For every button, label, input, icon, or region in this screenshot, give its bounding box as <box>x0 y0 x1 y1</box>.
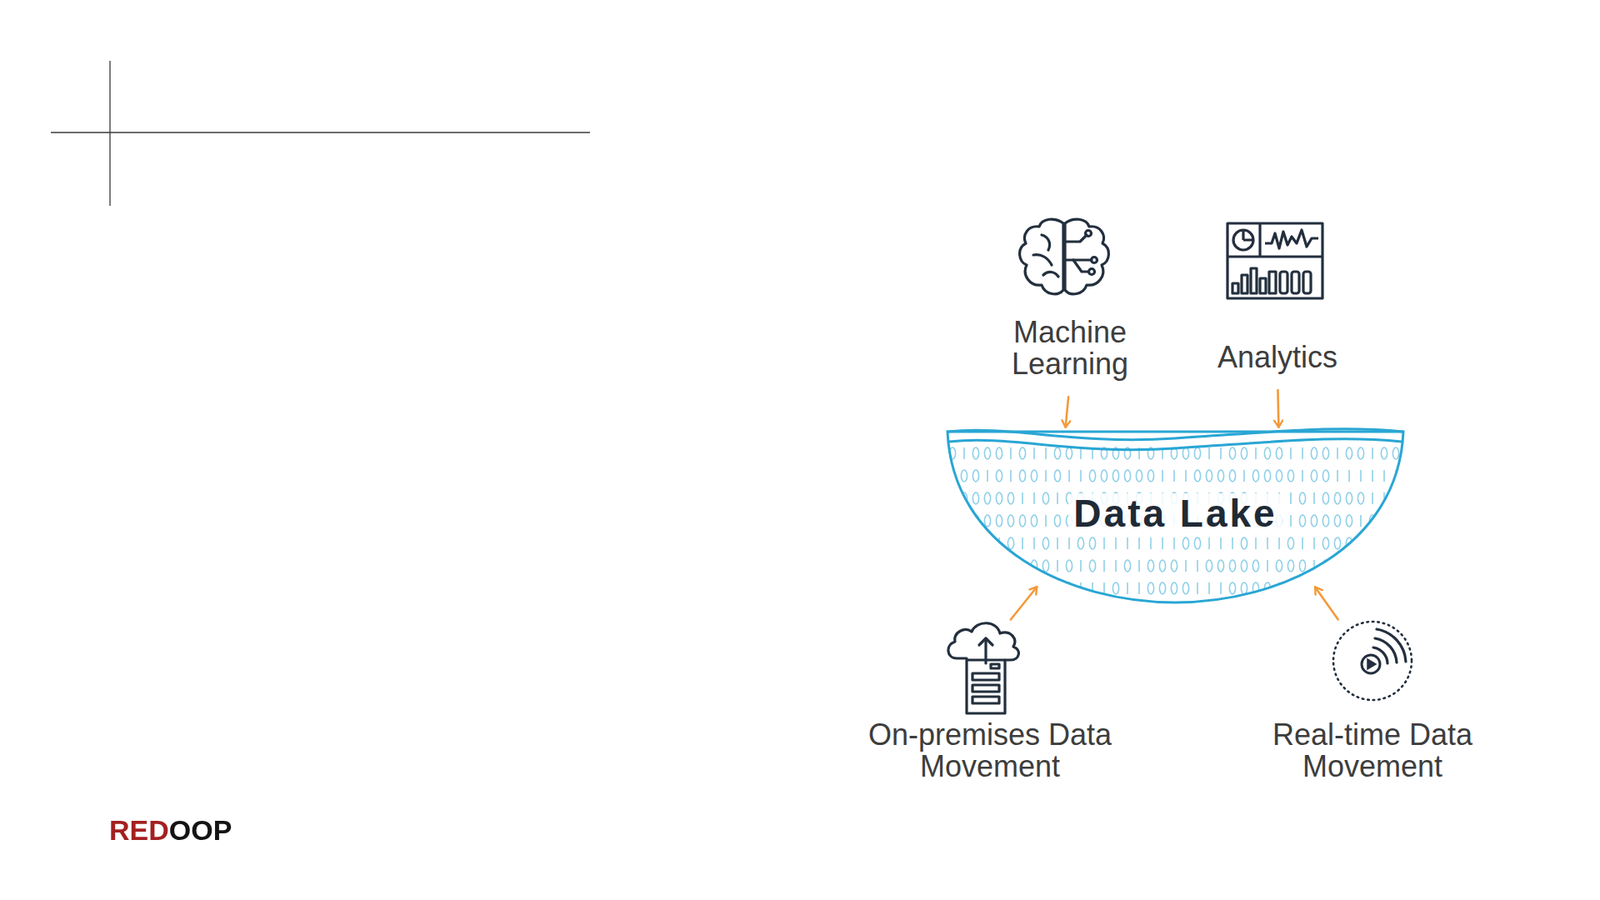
server-cloud-icon <box>948 623 1019 714</box>
analytics-node: Analytics <box>1190 341 1365 374</box>
node-label: Data Lake <box>1068 493 1282 535</box>
source-node: Real-time Data Movement <box>1238 620 1507 783</box>
lake-border <box>947 431 1404 603</box>
data-lake-bowl: Data Lake <box>945 423 1405 605</box>
company-logo: REDOOP <box>109 814 232 847</box>
flow-arrow <box>1276 390 1280 428</box>
binary-texture <box>949 447 1410 595</box>
corner-cross <box>50 60 590 206</box>
node-label: Analytics <box>1217 341 1338 374</box>
source-node: On-premises Data Movement <box>862 620 1118 783</box>
flow-arrow <box>1315 586 1338 620</box>
ml-node: Machine Learning <box>982 316 1158 380</box>
flow-arrow <box>1010 586 1038 620</box>
brain-icon <box>1020 219 1110 295</box>
water-line <box>949 439 1402 450</box>
node-label: Machine Learning <box>982 316 1158 380</box>
analytics-icon <box>1227 223 1323 299</box>
lake-fill <box>947 431 1404 603</box>
stream-icon <box>1333 621 1412 700</box>
node-label: On-premises Data Movement <box>862 719 1118 783</box>
flow-arrow <box>1065 396 1069 427</box>
node-label: Real-time Data Movement <box>1238 719 1507 783</box>
